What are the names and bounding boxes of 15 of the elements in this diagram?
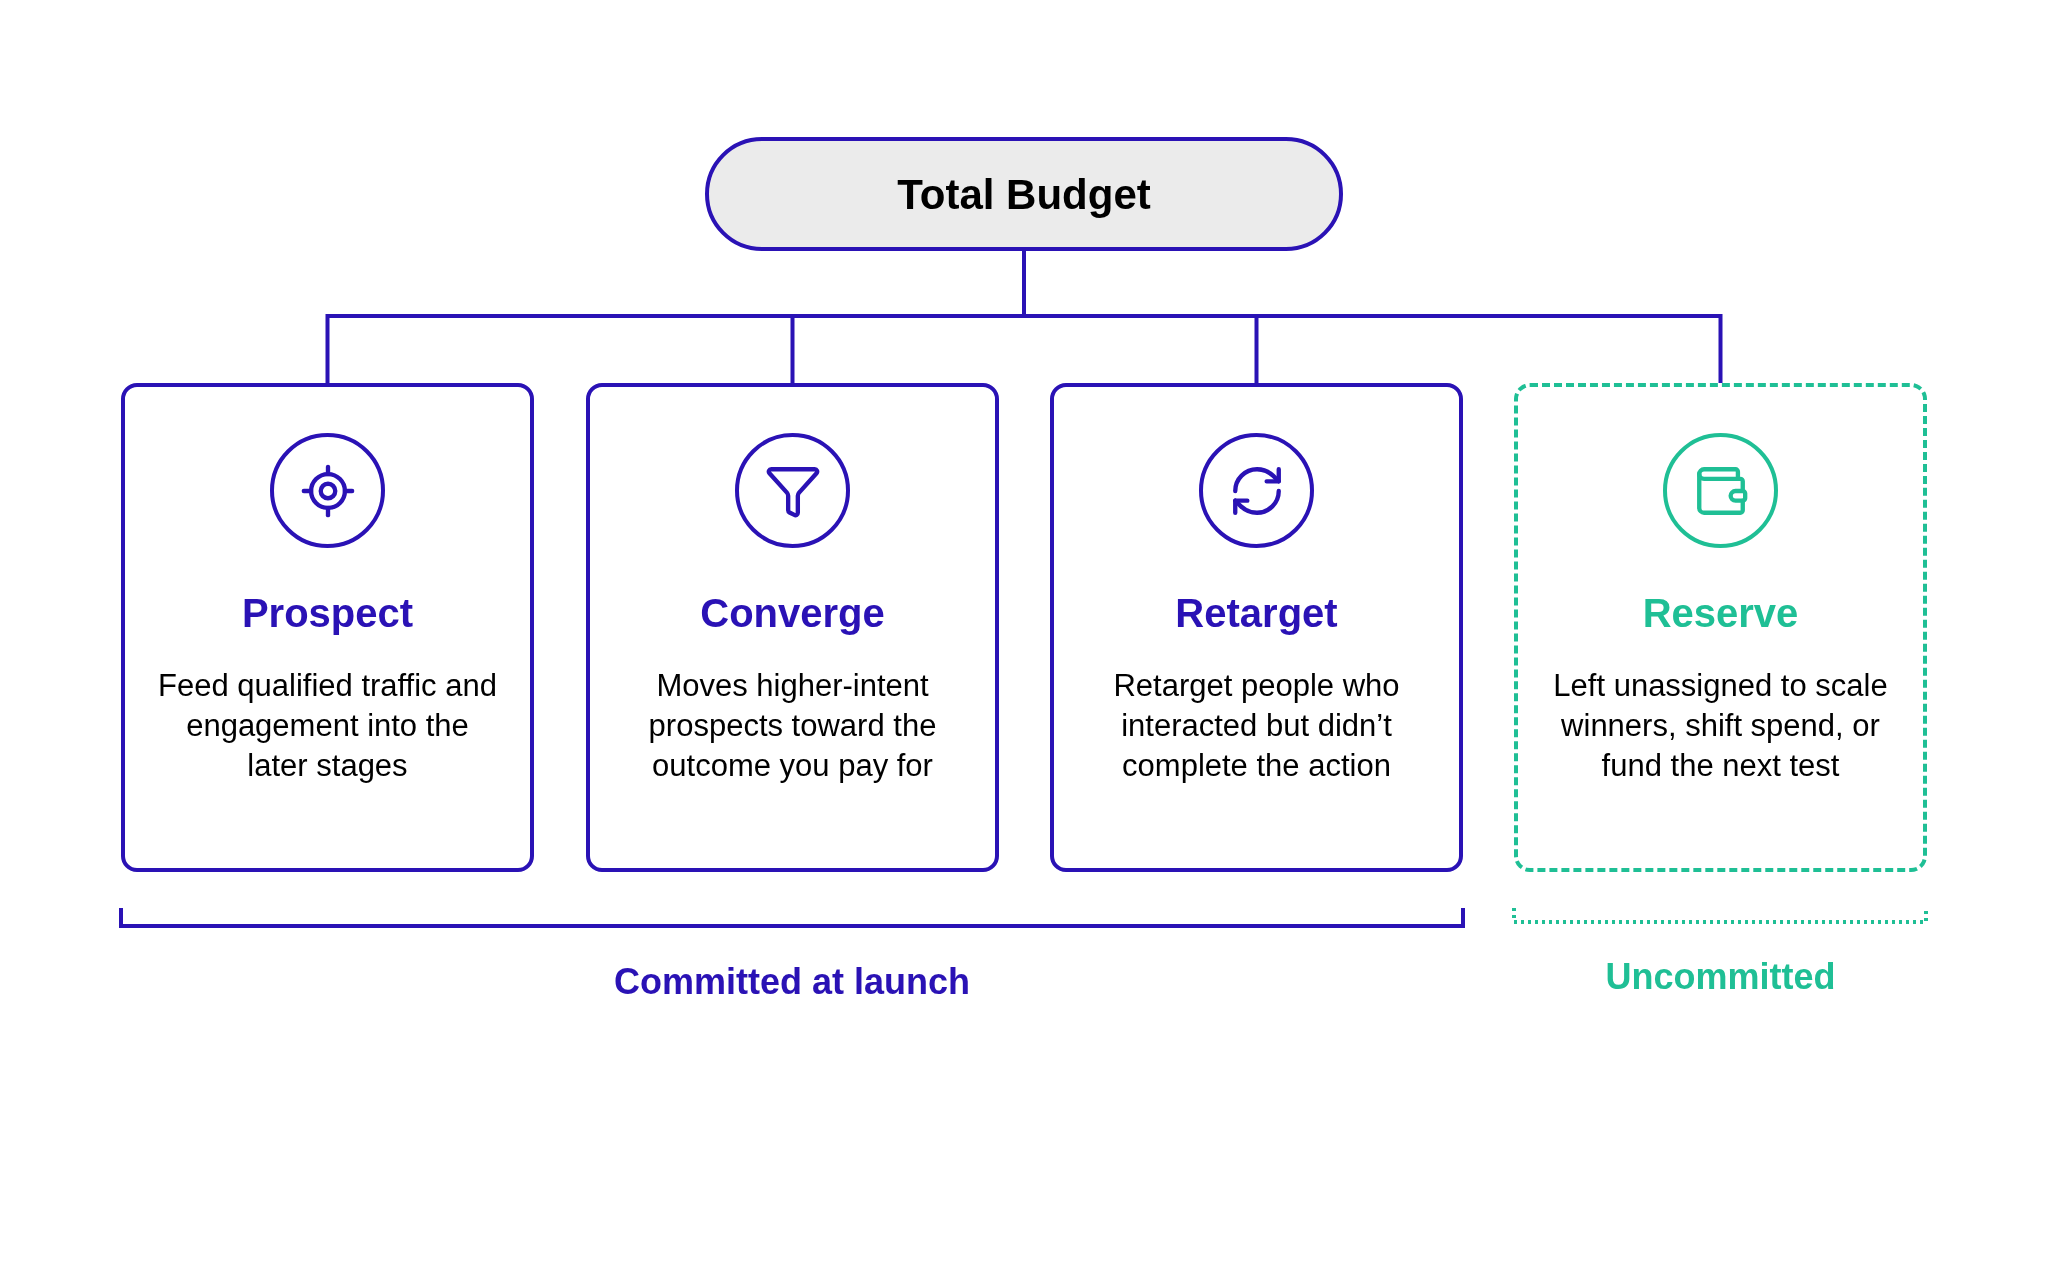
category-card [121, 383, 534, 872]
group-label: Committed at launch [614, 960, 970, 1004]
card-description: Retarget people who interacted but didn’t complete the action [1112, 667, 1401, 785]
group-label: Uncommitted [1605, 955, 1836, 999]
card-title: Retarget [1175, 590, 1338, 637]
card-description: Feed qualified traffic and engagement into the later stages [157, 667, 498, 785]
card-title: Converge [700, 590, 885, 637]
card-title: Reserve [1642, 590, 1799, 637]
card-description: Moves higher-intent prospects toward the outcome you pay for [647, 667, 938, 785]
category-card [1514, 383, 1927, 872]
category-card [586, 383, 999, 872]
title-text: Total Budget [897, 169, 1151, 220]
card-title: Prospect [241, 590, 414, 637]
category-card [1050, 383, 1463, 872]
card-description: Left unassigned to scale winners, shift spend, or fund the next test [1552, 667, 1889, 785]
